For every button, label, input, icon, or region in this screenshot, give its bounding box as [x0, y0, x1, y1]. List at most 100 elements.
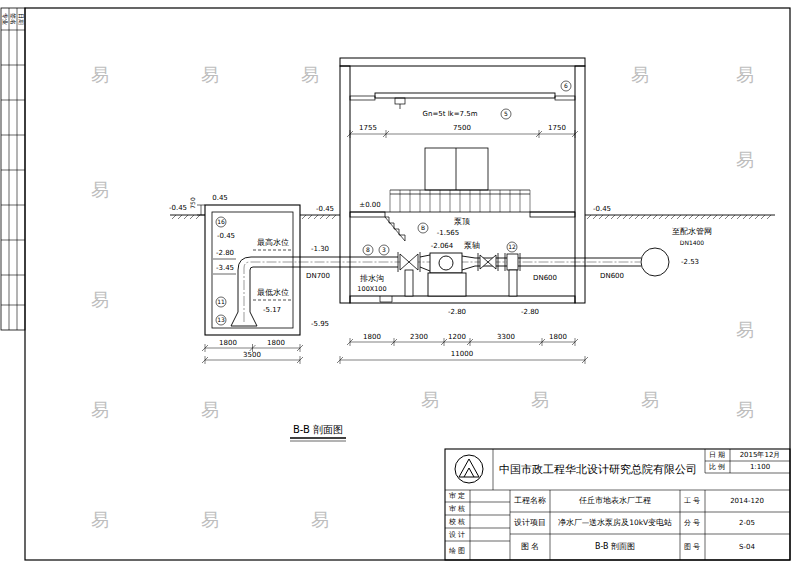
ground-hatch: [737, 215, 741, 219]
ground-hatch: [593, 215, 597, 219]
company-logo: [459, 459, 479, 477]
ground-hatch: [701, 215, 705, 219]
ground-hatch: [689, 215, 693, 219]
pipe-size: DN600: [600, 273, 624, 280]
pipeline: [250, 267, 398, 312]
ground-hatch: [671, 215, 675, 219]
elevation: -5.95: [311, 321, 329, 328]
sign-header: 签名: [10, 13, 16, 25]
pipeline: [420, 255, 430, 271]
title-field: 图 名: [521, 543, 540, 551]
sign-field: 设 计: [449, 531, 465, 538]
watermark: 易: [631, 66, 649, 84]
ground-hatch: [172, 215, 176, 219]
elevation: ±0.00: [359, 202, 380, 209]
ground-hatch: [587, 215, 591, 219]
ground-hatch: [320, 215, 324, 219]
title-value: S-04: [739, 544, 755, 551]
pump-house: [385, 217, 405, 241]
watermark: 易: [91, 511, 109, 529]
ground-hatch: [677, 215, 681, 219]
title-block: [470, 490, 705, 560]
drain-size: 100X100: [357, 286, 386, 293]
pump-house: [350, 212, 385, 217]
title-block: [445, 449, 790, 560]
title-value: 任丘市地表水厂工程: [579, 497, 651, 505]
watermark: 易: [301, 66, 319, 84]
watermark: 易: [531, 391, 549, 409]
sign-header: 专业: [2, 13, 8, 25]
callout-number: 13: [217, 317, 225, 323]
callout-number: 8: [366, 247, 370, 253]
pump: [439, 256, 453, 270]
dimension: 750: [190, 197, 196, 208]
elevation: -2.80: [521, 309, 539, 316]
ground-hatch: [611, 215, 615, 219]
title-field: 图 号: [684, 544, 700, 551]
sign-field: 校 核: [449, 518, 465, 525]
title-value: 2014-120: [730, 498, 764, 505]
drawing-frame: [1, 8, 25, 330]
drawing-frame: [1, 8, 25, 330]
watermark: 易: [91, 66, 109, 84]
title-underline: [290, 441, 346, 442]
valve: [507, 254, 518, 270]
title-block: [445, 502, 790, 541]
pump-house: [380, 296, 392, 302]
watermark: 易: [736, 321, 754, 339]
suction-well: [205, 205, 300, 335]
elevation: -0.45: [169, 205, 187, 212]
watermark: 易: [421, 391, 439, 409]
crane: [395, 98, 405, 104]
dimension: 3300: [497, 334, 515, 341]
dimension-line: [202, 130, 588, 364]
callout-circle: [507, 242, 517, 252]
callout-number: 5: [504, 111, 508, 117]
dimension: 1750: [548, 125, 566, 132]
company-logo: [455, 455, 483, 483]
ground-line: [170, 215, 775, 216]
ground-hatch: [743, 215, 747, 219]
callout-circle: [216, 217, 226, 227]
title-underline: [290, 437, 346, 439]
elevation: -0.45: [217, 233, 235, 240]
callout-number: 12: [508, 244, 516, 250]
pump-house: [390, 190, 530, 212]
ground-hatch: [190, 215, 194, 219]
drawing-frame: [25, 8, 790, 560]
elevation: -1.565: [437, 230, 460, 237]
valve: [509, 270, 517, 296]
valve: [480, 255, 496, 269]
elevation: -2.53: [681, 259, 699, 266]
ground-hatch: [719, 215, 723, 219]
pump-house: [456, 148, 457, 190]
pipeline: [462, 256, 475, 270]
ground-hatch: [629, 215, 633, 219]
ground-hatch: [623, 215, 627, 219]
ground-hatch: [749, 215, 753, 219]
callout-number: 3: [382, 247, 386, 253]
elevation: -0.45: [316, 206, 334, 213]
valve: [478, 253, 498, 271]
title-field: 工 号: [684, 498, 700, 505]
dimension: 1800: [267, 340, 285, 347]
dimension: 7500: [453, 125, 471, 132]
ground-hatch: [713, 215, 717, 219]
dimension: 2300: [410, 334, 428, 341]
title-value: B-B 剖面图: [595, 543, 635, 551]
ground-hatch: [326, 215, 330, 219]
suction-well: [197, 205, 300, 335]
ground-hatch: [178, 215, 182, 219]
watermark: 易: [201, 401, 219, 419]
pump: [428, 253, 466, 296]
title-block: [445, 449, 790, 490]
callout-circle: [216, 315, 226, 325]
watermark: 易: [736, 401, 754, 419]
water-level: 最低水位: [257, 289, 289, 297]
section-mark: B: [421, 225, 425, 231]
ground-hatch: [695, 215, 699, 219]
callout-number: 6: [564, 83, 568, 89]
ground-hatch: [635, 215, 639, 219]
ground-hatch: [659, 215, 663, 219]
ground-hatch: [767, 215, 771, 219]
